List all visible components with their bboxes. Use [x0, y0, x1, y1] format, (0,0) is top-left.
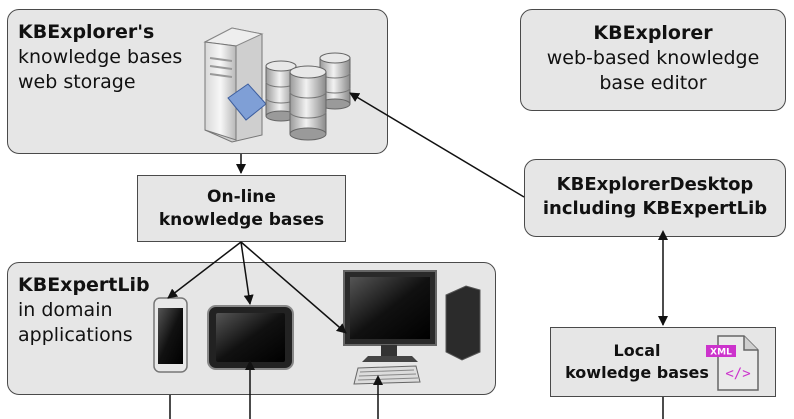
smartphone-icon: [153, 297, 188, 373]
local-kb-label: Local kowledge bases: [557, 340, 717, 384]
server-icon: [203, 27, 267, 143]
online-kb-box: On-line knowledge bases: [137, 175, 346, 242]
desktop-line2: including KBExpertLib: [542, 198, 768, 219]
desktop-label: KBExplorerDesktop including KBExpertLib: [525, 173, 785, 221]
desktop-line1: KBExplorerDesktop: [556, 174, 754, 195]
editor-title: KBExplorer: [593, 22, 713, 44]
local-line2: kowledge bases: [565, 363, 709, 382]
arrow-online-to-computer: [240, 241, 347, 334]
editor-box: KBExplorer web-based knowledge base edit…: [520, 9, 786, 111]
xml-tag-text: </>: [725, 366, 750, 382]
online-kb-label: On-line knowledge bases: [138, 186, 345, 232]
storage-line2: knowledge bases: [18, 46, 183, 68]
xml-badge-text: XML: [710, 348, 732, 358]
tablet-icon: [207, 305, 294, 370]
desktop-computer-icon: [343, 270, 481, 385]
arrow-online-to-phone: [167, 241, 242, 299]
arrow-desktop-to-storage: [349, 92, 525, 198]
expertlib-title: KBExpertLib: [18, 274, 150, 296]
local-line1: Local: [613, 341, 661, 360]
online-line2: knowledge bases: [158, 210, 325, 230]
editor-label: KBExplorer web-based knowledge base edit…: [521, 21, 785, 96]
editor-line2: web-based knowledge: [546, 47, 760, 69]
expertlib-line2: in domain: [18, 299, 113, 321]
desktop-box: KBExplorerDesktop including KBExpertLib: [524, 159, 786, 237]
storage-line3: web storage: [18, 71, 136, 93]
connector-arrows: [167, 92, 668, 419]
online-line1: On-line: [207, 187, 276, 207]
editor-line3: base editor: [599, 72, 707, 94]
storage-title: KBExplorer's: [18, 21, 155, 43]
storage-label: KBExplorer's knowledge bases web storage: [18, 20, 182, 95]
database-icon: [265, 52, 351, 141]
xml-file-icon: XML </>: [706, 335, 759, 391]
expertlib-label: KBExpertLib in domain applications: [18, 273, 150, 348]
arrow-online-to-tablet: [240, 241, 254, 305]
expertlib-line3: applications: [18, 324, 133, 346]
